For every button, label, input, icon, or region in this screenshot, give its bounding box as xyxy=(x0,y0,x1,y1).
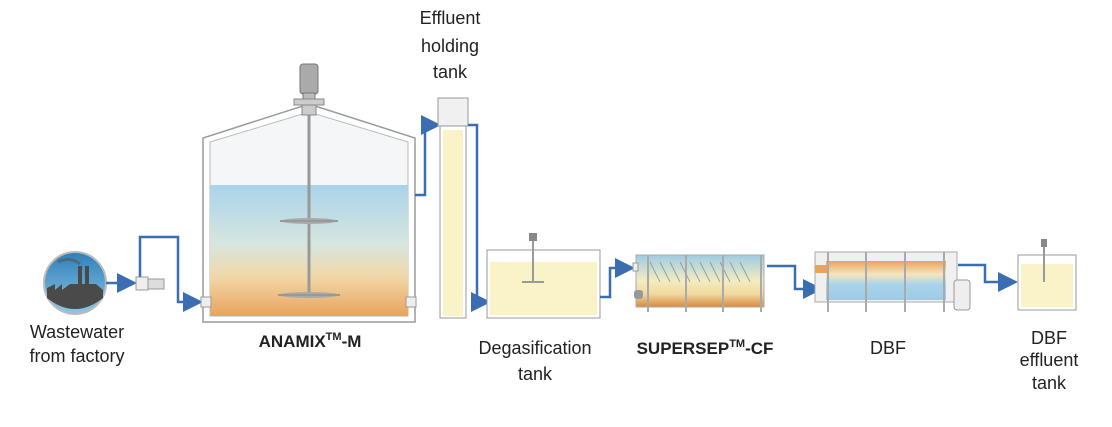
dbf-unit xyxy=(814,251,971,312)
degasification-tank xyxy=(486,233,601,319)
supersep-label: SUPERSEPTM-CF xyxy=(637,338,774,358)
supersep-unit xyxy=(632,254,765,312)
pipe-supersep-dbf xyxy=(767,264,823,299)
dbf-effluent-label-line2: effluent xyxy=(1020,350,1079,370)
dbf-effluent-label-line1: DBF xyxy=(1031,328,1067,348)
mixer-motor-icon xyxy=(293,63,325,116)
holding-label-line3: tank xyxy=(433,62,468,82)
factory-label-line1: Wastewater xyxy=(30,322,124,342)
pipe-degas-supersep xyxy=(600,258,635,299)
effluent-holding-tank xyxy=(437,97,469,319)
pipe-pump-anamix xyxy=(138,235,203,312)
holding-label-line2: holding xyxy=(421,36,479,56)
pipe-dbf-effluent xyxy=(958,263,1018,292)
dbf-effluent-label-line3: tank xyxy=(1032,373,1067,393)
anamix-label: ANAMIXTM-M xyxy=(259,331,362,351)
holding-label-line1: Effluent xyxy=(420,8,481,28)
factory-icon xyxy=(43,251,107,315)
dbf-effluent-tank xyxy=(1017,239,1077,311)
pump-icon xyxy=(135,276,165,291)
anamix-reactor xyxy=(200,63,417,323)
pipe-anamix-holding xyxy=(415,115,441,197)
pipe-holding-degas xyxy=(468,123,491,312)
degas-label-line2: tank xyxy=(518,364,553,384)
dbf-label: DBF xyxy=(870,338,906,358)
factory-label-line2: from factory xyxy=(29,346,124,366)
degas-label-line1: Degasification xyxy=(478,338,591,358)
